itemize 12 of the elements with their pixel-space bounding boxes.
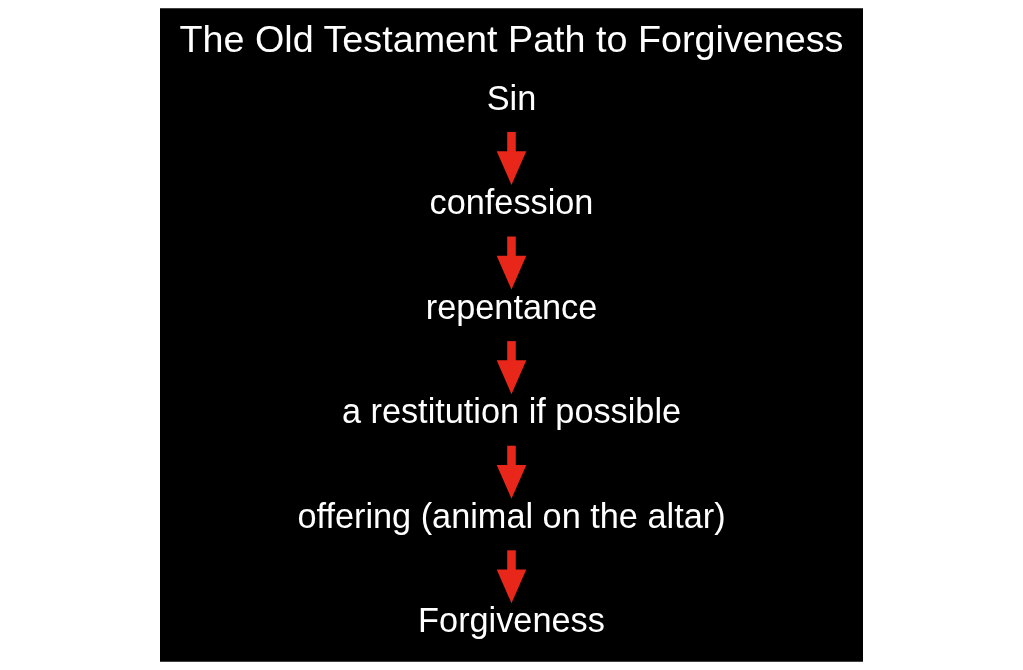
- node-text: Forgiveness: [418, 601, 605, 640]
- arrow: [496, 236, 527, 290]
- node-text: repentance: [425, 287, 598, 326]
- diagram-title: The Old Testament Path to Forgiveness: [179, 18, 844, 61]
- arrow: [496, 341, 527, 395]
- node-text: a restitution if possible: [341, 392, 682, 431]
- node-text: Sin: [486, 78, 537, 117]
- node-text: confession: [429, 183, 594, 222]
- arrow: [496, 445, 527, 499]
- node-text: offering (animal on the altar): [297, 496, 726, 535]
- arrow: [496, 550, 527, 604]
- arrow: [496, 131, 527, 185]
